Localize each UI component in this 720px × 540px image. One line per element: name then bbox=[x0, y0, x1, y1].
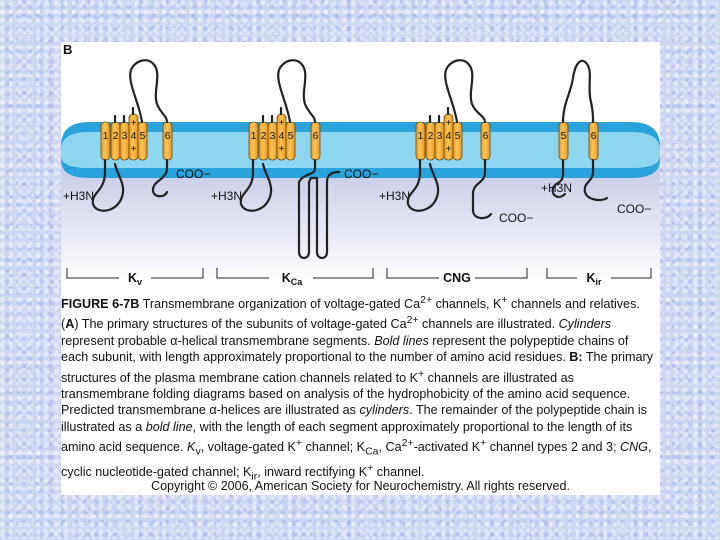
caption-text: channels are illustrated. bbox=[419, 318, 559, 332]
caption-text: , inward rectifying K bbox=[257, 465, 367, 479]
channel-topology-diagram: B 1 2 3 4 5 6 + + +H3N bbox=[61, 42, 660, 292]
charge-plus: + bbox=[446, 144, 452, 155]
figure-caption: FIGURE 6-7B Transmembrane organization o… bbox=[61, 292, 653, 485]
helix-label: 4 bbox=[131, 131, 137, 142]
helix-label: 5 bbox=[140, 131, 146, 142]
charge-plus: + bbox=[279, 118, 285, 129]
alpha-symbol: α bbox=[170, 334, 177, 348]
c-terminus-label: COO− bbox=[176, 167, 210, 181]
caption-sup: 2+ bbox=[420, 294, 432, 306]
helix-label: 2 bbox=[428, 131, 434, 142]
helix-label: 5 bbox=[288, 131, 294, 142]
copyright-notice: Copyright © 2006, American Society for N… bbox=[61, 479, 660, 493]
figure-slide: B 1 2 3 4 5 6 + + +H3N bbox=[61, 42, 660, 495]
n-terminus-label: +H3N bbox=[63, 189, 94, 203]
cng-s5-s6-pore-loop bbox=[445, 60, 485, 122]
caption-text: -helices are illustrated as bbox=[217, 403, 360, 417]
n-terminus-label: +H3N bbox=[211, 189, 242, 203]
charge-plus: + bbox=[131, 144, 137, 155]
caption-text: -helical transmembrane segments. bbox=[178, 334, 375, 348]
kca-s5-s6-pore-loop bbox=[278, 60, 315, 122]
c-terminus-label: COO− bbox=[499, 211, 533, 225]
caption-text: , voltage-gated K bbox=[201, 440, 296, 454]
helix-label: 5 bbox=[561, 131, 567, 142]
panel-label: B bbox=[63, 42, 72, 57]
c-terminus-label: COO− bbox=[617, 202, 651, 216]
helix-label: 6 bbox=[591, 131, 597, 142]
kv-s5-s6-pore-loop bbox=[130, 60, 167, 122]
caption-text: , Ca bbox=[379, 440, 402, 454]
helix-label: 2 bbox=[113, 131, 119, 142]
alpha-symbol: α bbox=[209, 403, 216, 417]
caption-text: -activated K bbox=[414, 440, 481, 454]
helix-label: 5 bbox=[455, 131, 461, 142]
caption-italic: bold line bbox=[146, 420, 193, 434]
charge-plus: + bbox=[446, 118, 452, 129]
helix-label: 3 bbox=[270, 131, 276, 142]
helix-label: 6 bbox=[313, 131, 319, 142]
charge-plus: + bbox=[131, 118, 137, 129]
caption-italic: cylinders bbox=[359, 403, 409, 417]
caption-text: Transmembrane organization of voltage-ga… bbox=[139, 297, 420, 311]
caption-text: channel types 2 and 3; bbox=[486, 440, 620, 454]
caption-sub: Ca bbox=[365, 446, 378, 458]
membrane-inner-layer bbox=[61, 132, 660, 168]
caption-italic: CNG bbox=[620, 440, 648, 454]
caption-bold: B: bbox=[569, 350, 582, 364]
helix-label: 3 bbox=[122, 131, 128, 142]
helix-label: 1 bbox=[103, 131, 109, 142]
helix-label: 1 bbox=[418, 131, 424, 142]
helix-label: 4 bbox=[446, 131, 452, 142]
kir-pore-loop bbox=[563, 61, 593, 122]
helix-label: 1 bbox=[251, 131, 257, 142]
helix-label: 6 bbox=[483, 131, 489, 142]
caption-bold: A bbox=[65, 318, 74, 332]
caption-text: ) The primary structures of the subunits… bbox=[74, 318, 406, 332]
figure-label: FIGURE 6-7B bbox=[61, 297, 139, 311]
helix-label: 3 bbox=[437, 131, 443, 142]
caption-italic: Bold lines bbox=[374, 334, 429, 348]
helix-label: 6 bbox=[165, 131, 171, 142]
caption-text: channel. bbox=[373, 465, 424, 479]
charge-plus: + bbox=[279, 144, 285, 155]
channel-name: CNG bbox=[443, 271, 471, 285]
caption-sup: 2+ bbox=[402, 437, 414, 449]
helix-label: 2 bbox=[261, 131, 267, 142]
caption-text: represent probable bbox=[61, 334, 170, 348]
caption-sup: 2+ bbox=[407, 314, 419, 326]
caption-text: channel; K bbox=[302, 440, 365, 454]
c-terminus-label: COO− bbox=[344, 167, 378, 181]
helix-label: 4 bbox=[279, 131, 285, 142]
n-terminus-label: +H3N bbox=[379, 189, 410, 203]
caption-italic: Cylinders bbox=[559, 318, 612, 332]
caption-text: channels, K bbox=[432, 297, 501, 311]
